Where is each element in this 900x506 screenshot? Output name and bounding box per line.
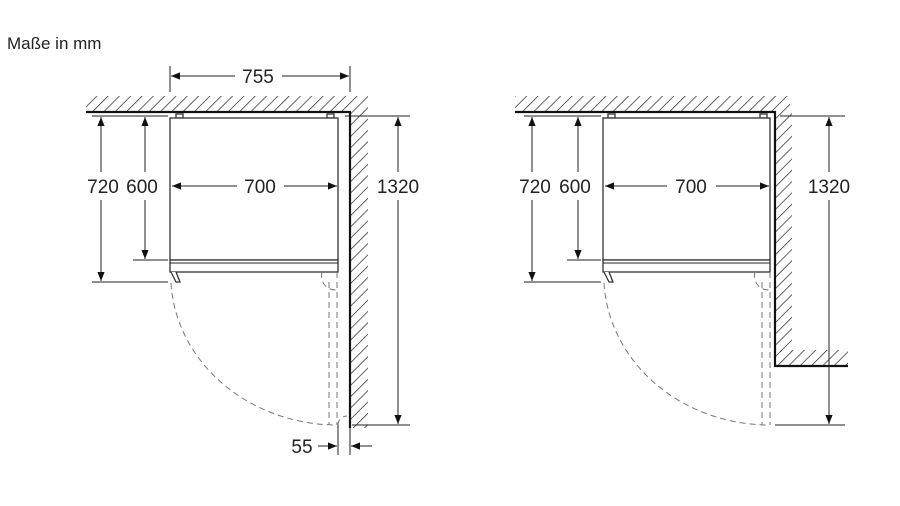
hinge-arc	[320, 271, 337, 291]
dim-700: 700	[244, 177, 276, 198]
fridge-door	[602, 259, 771, 273]
wall-bottom-hatch	[776, 350, 848, 366]
dim-1320: 1320	[808, 177, 850, 198]
dim-755: 755	[242, 67, 274, 88]
wall-outline	[86, 110, 352, 428]
dim-600: 600	[559, 177, 591, 198]
door-handle	[170, 271, 181, 283]
wall-right-hatch	[351, 112, 368, 428]
dim-600: 600	[126, 177, 158, 198]
fridge-door	[169, 259, 339, 273]
dim-55: 55	[291, 437, 312, 458]
units-caption: Maße in mm	[7, 34, 102, 53]
wall-top-hatch	[515, 96, 790, 112]
door-swing-arc	[170, 282, 337, 426]
dim-700: 700	[675, 177, 707, 198]
diagram-left: 755 720 600 700 1320 55	[86, 66, 419, 458]
diagram-right: 720 600 700 1320	[515, 96, 850, 426]
door-handle	[603, 271, 614, 283]
dim-1320: 1320	[377, 177, 419, 198]
dim-720: 720	[519, 177, 551, 198]
wall-top-hatch	[86, 96, 368, 112]
fridge-body	[602, 117, 771, 261]
hinge-arc	[753, 271, 770, 291]
wall-right-hatch	[776, 112, 792, 352]
dim-720: 720	[87, 177, 119, 198]
door-swing-arc	[603, 282, 769, 426]
wall-outline	[515, 110, 848, 368]
